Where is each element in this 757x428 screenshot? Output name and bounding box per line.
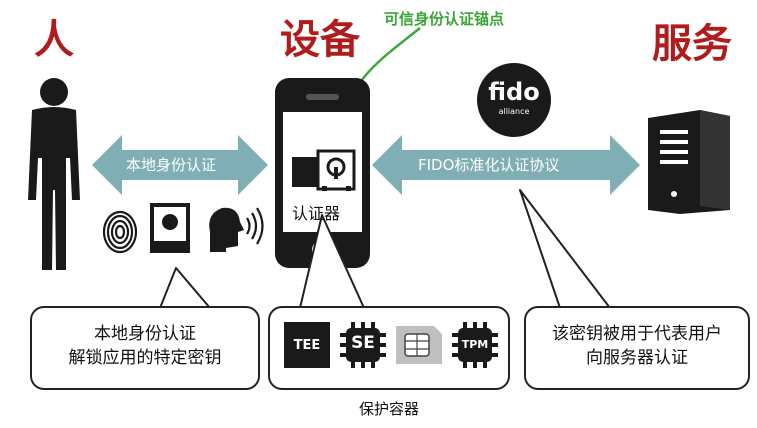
se-chip-icon: SE — [340, 322, 386, 368]
tpm-label: TPM — [461, 338, 489, 351]
tee-label: TEE — [293, 337, 321, 353]
fido-protocol-arrow-label: FIDO标准化认证协议 — [418, 156, 560, 174]
person-silhouette-icon — [28, 78, 80, 270]
tee-icon: TEE — [284, 322, 330, 368]
right-callout-line-1: 该密钥被用于代表用户 — [552, 324, 722, 344]
sim-card-graphic — [396, 326, 442, 364]
trust-anchor-label: 可信身份认证锚点 — [384, 10, 505, 28]
right-callout-line-2: 向服务器认证 — [586, 348, 688, 368]
authenticator-label: 认证器 — [292, 204, 341, 223]
face-id-icon — [150, 203, 190, 253]
heading-service: 服务 — [652, 21, 732, 67]
chip-outline — [340, 322, 386, 368]
fingerprint-icon — [102, 210, 138, 254]
chip-outline-tpm — [452, 322, 498, 368]
left-callout-line-1: 本地身份认证 — [94, 324, 196, 344]
local-auth-arrow — [92, 135, 268, 195]
tpm-chip-icon: TPM — [452, 322, 498, 368]
local-auth-arrow-label: 本地身份认证 — [126, 156, 217, 174]
fido-logo-icon — [477, 63, 551, 137]
left-callout-pointer — [159, 267, 211, 309]
se-label: SE — [351, 333, 375, 353]
left-callout — [30, 306, 260, 390]
heading-device: 设备 — [280, 17, 360, 63]
sim-card-icon — [396, 326, 442, 364]
voice-icon — [209, 207, 264, 252]
container-caption: 保护容器 — [358, 400, 419, 418]
fido-protocol-arrow — [372, 135, 640, 195]
left-callout-line-2: 解锁应用的特定密钥 — [68, 348, 222, 368]
server-icon — [648, 110, 730, 214]
right-callout-pointer — [519, 189, 611, 309]
safe-icon — [292, 149, 356, 191]
fido-logo-sub: alliance — [498, 107, 530, 116]
fido-logo-main: fido — [488, 78, 540, 106]
heading-person: 人 — [34, 17, 74, 63]
right-callout — [524, 306, 750, 390]
